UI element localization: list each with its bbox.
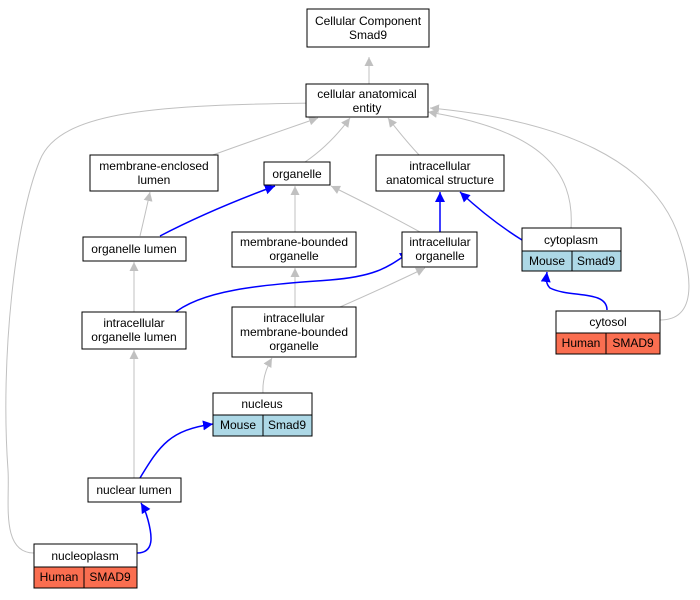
edge-nucleoplasm-to-cae	[5, 98, 319, 554]
species-label: Human	[40, 570, 79, 584]
edge-nucleoplasm-partof-nuclearlumen	[136, 502, 152, 554]
edge-imbo-to-io	[339, 267, 426, 308]
node-label-line: cytosol	[589, 315, 626, 329]
species-label: Human	[562, 336, 601, 350]
gene-badge	[571, 250, 622, 272]
node-label-line: organelle	[272, 167, 322, 181]
node-membrane-bounded-organelle[interactable]: membrane-bounded organelle	[231, 231, 357, 268]
node-organelle-lumen[interactable]: organelle lumen	[82, 236, 187, 262]
node-cellular-anatomical-entity[interactable]: cellular anatomical entity	[305, 83, 429, 118]
gene-badge	[83, 566, 138, 589]
gene-label: SMAD9	[89, 570, 131, 584]
node-label-line: intracellular	[409, 235, 470, 249]
species-label: Mouse	[220, 418, 256, 432]
edge-cytosol-partof-cytoplasm	[540, 271, 608, 311]
node-label-line: membrane-bounded	[240, 325, 348, 339]
edges	[5, 57, 690, 554]
edge-cytoplasm-partof-ias	[459, 191, 523, 241]
node-label-line: nucleoplasm	[51, 549, 118, 563]
node-label-line: Smad9	[349, 28, 387, 42]
node-label-line: lumen	[138, 173, 171, 187]
node-nucleoplasm[interactable]: nucleoplasm Human SMAD9	[33, 543, 138, 589]
node-label-line: nucleus	[241, 397, 282, 411]
node-label-line: entity	[353, 101, 382, 115]
node-label-line: membrane-bounded	[240, 235, 348, 249]
gene-label: SMAD9	[612, 336, 654, 350]
nodes: Cellular Component Smad9 cellular anatom…	[33, 8, 661, 589]
node-label-line: anatomical structure	[386, 173, 494, 187]
node-intracellular-anatomical-structure[interactable]: intracellular anatomical structure	[375, 154, 505, 192]
edge-io-to-organelle	[330, 185, 421, 233]
node-cytosol[interactable]: cytosol Human SMAD9	[555, 310, 661, 355]
node-intracellular-organelle-lumen[interactable]: intracellular organelle lumen	[81, 311, 187, 350]
edge-cytosol-to-cae	[429, 104, 690, 321]
node-label-line: membrane-enclosed	[99, 159, 208, 173]
edge-iol-partof-io	[171, 251, 411, 316]
node-label-line: Cellular Component	[315, 14, 422, 28]
node-label-line: intracellular	[409, 159, 470, 173]
node-label-line: organelle	[415, 249, 465, 263]
node-label-line: organelle	[269, 249, 319, 263]
edge-nucleus-to-imbo	[262, 357, 273, 394]
node-label-line: nuclear lumen	[96, 483, 171, 497]
gene-badge	[605, 332, 661, 355]
node-nuclear-lumen[interactable]: nuclear lumen	[87, 477, 182, 503]
node-label-line: organelle lumen	[91, 330, 176, 344]
edge-ias-to-cae	[387, 117, 421, 157]
node-intracellular-organelle[interactable]: intracellular organelle	[401, 231, 478, 268]
gene-label: Smad9	[268, 418, 306, 432]
edge-nuclearlumen-partof-nucleus	[139, 420, 214, 479]
node-cytoplasm[interactable]: cytoplasm Mouse Smad9	[521, 227, 622, 272]
gene-badge	[262, 414, 313, 437]
edge-orglumen-to-mel	[139, 191, 153, 237]
node-intracellular-membrane-bounded-organelle[interactable]: intracellular membrane-bounded organelle	[231, 306, 357, 358]
species-label: Mouse	[529, 254, 565, 268]
node-label-line: cytoplasm	[544, 233, 598, 247]
edge-cytoplasm-to-cae	[427, 108, 572, 230]
node-cellular-component-smad9[interactable]: Cellular Component Smad9	[306, 8, 430, 48]
node-label-line: cellular anatomical	[317, 87, 416, 101]
edge-organelle-to-cae	[304, 117, 351, 163]
edge-mel-to-cae	[209, 116, 319, 157]
node-membrane-enclosed-lumen[interactable]: membrane-enclosed lumen	[89, 154, 219, 192]
node-label-line: organelle	[269, 339, 319, 353]
node-label-line: intracellular	[263, 311, 324, 325]
gene-label: Smad9	[577, 254, 615, 268]
node-organelle[interactable]: organelle	[263, 161, 331, 186]
edge-orglumen-partof-organelle	[159, 184, 276, 237]
node-nucleus[interactable]: nucleus Mouse Smad9	[212, 392, 313, 437]
node-label-line: intracellular	[103, 316, 164, 330]
node-label-line: organelle lumen	[91, 242, 176, 256]
